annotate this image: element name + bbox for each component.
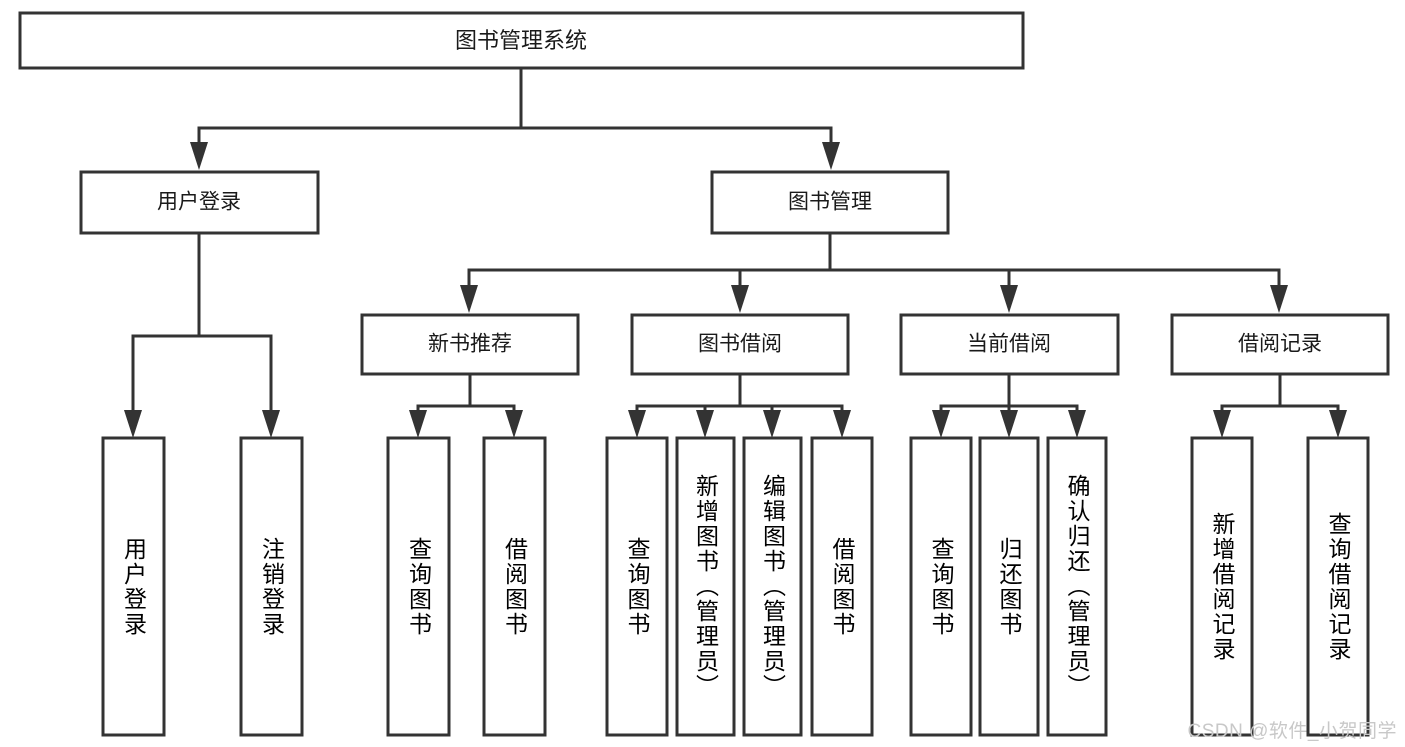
node-current-borrow[interactable]: 当前借阅 — [899, 313, 1120, 376]
connector-book-borrow-to-leaves — [628, 372, 851, 438]
leaf-box-add-record[interactable] — [1190, 436, 1254, 737]
arrow-to-leaf-query-record — [1329, 410, 1347, 438]
leaf-box-add-book[interactable] — [675, 436, 736, 737]
leaf-box-confirm-return[interactable] — [1046, 436, 1108, 737]
arrow-to-leaf-return-book — [1000, 410, 1018, 438]
leaf-box-return-book[interactable] — [978, 436, 1040, 737]
arrow-to-leaf-query-book-2 — [628, 410, 646, 438]
current-borrow-label: 当前借阅 — [967, 333, 1051, 356]
user-login-box-rect — [79, 170, 320, 235]
arrow-to-leaf-borrow-book-1 — [505, 410, 523, 438]
leaf-box-edit-book[interactable] — [742, 436, 803, 737]
root-box-rect — [18, 11, 1025, 70]
book-management-label: 图书管理 — [788, 191, 872, 214]
node-book-borrow[interactable]: 图书借阅 — [630, 313, 850, 376]
current-borrow-box-rect — [899, 313, 1120, 376]
book-borrow-label: 图书借阅 — [698, 333, 782, 356]
arrow-to-book-borrow — [731, 285, 749, 313]
arrow-to-user-login — [190, 142, 208, 170]
leaf-box-query-record[interactable] — [1306, 436, 1370, 737]
watermark-text: CSDN @软件_小贺同学 — [1187, 721, 1397, 742]
user-login-label: 用户登录 — [157, 191, 241, 214]
node-borrow-record[interactable]: 借阅记录 — [1170, 313, 1390, 376]
arrow-to-leaf-borrow-book-2 — [833, 410, 851, 438]
new-book-recommend-label: 新书推荐 — [428, 333, 512, 356]
arrow-to-new-book-recommend — [460, 285, 478, 313]
leaf-box-borrow-book-2[interactable] — [810, 436, 874, 737]
arrow-to-leaf-query-book-3 — [932, 410, 950, 438]
arrow-to-leaf-logout — [262, 410, 280, 438]
arrow-to-borrow-record — [1270, 285, 1288, 313]
arrow-to-leaf-edit-book — [763, 410, 781, 438]
leaf-box-query-book-1[interactable] — [386, 436, 451, 737]
arrow-to-book-management — [822, 142, 840, 170]
new-book-recommend-box-rect — [360, 313, 580, 376]
node-book-management[interactable]: 图书管理 — [710, 170, 950, 235]
connector-current-borrow-to-leaves — [932, 372, 1086, 438]
leaf-box-user-login[interactable] — [101, 436, 166, 737]
node-user-login[interactable]: 用户登录 — [79, 170, 320, 235]
arrow-to-leaf-query-book-1 — [409, 410, 427, 438]
leaf-box-borrow-book-1[interactable] — [482, 436, 547, 737]
arrow-to-leaf-confirm-return — [1068, 410, 1086, 438]
connector-book-management-to-level3 — [460, 231, 1288, 313]
node-root-library-system[interactable]: 图书管理系统 — [18, 11, 1025, 70]
connector-borrow-record-to-leaves — [1213, 372, 1347, 438]
root-label: 图书管理系统 — [455, 28, 587, 53]
leaf-box-query-book-2[interactable] — [605, 436, 669, 737]
arrow-to-leaf-add-record — [1213, 410, 1231, 438]
connector-new-book-recommend-to-leaves — [409, 372, 523, 438]
arrow-to-current-borrow — [1000, 285, 1018, 313]
connector-root-to-level2 — [190, 66, 840, 170]
leaf-box-logout[interactable] — [239, 436, 304, 737]
arrow-to-leaf-user-login — [124, 410, 142, 438]
leaf-box-query-book-3[interactable] — [909, 436, 973, 737]
connector-user-login-to-leaves — [124, 231, 280, 438]
node-new-book-recommend[interactable]: 新书推荐 — [360, 313, 580, 376]
borrow-record-label: 借阅记录 — [1238, 333, 1322, 356]
arrow-to-leaf-add-book — [696, 410, 714, 438]
